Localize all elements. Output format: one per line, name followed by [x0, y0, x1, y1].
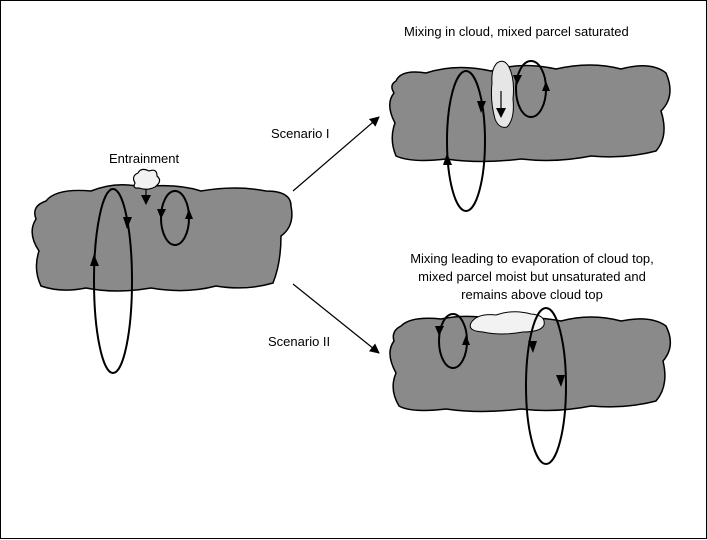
scenario-1-label: Scenario I: [271, 126, 330, 141]
bottom-right-cloud-group: Mixing leading to evaporation of cloud t…: [390, 251, 670, 464]
entrained-air-puff: [134, 169, 160, 189]
scenario-2-label: Scenario II: [268, 334, 330, 349]
top-right-caption: Mixing in cloud, mixed parcel saturated: [404, 24, 629, 39]
left-cloud-group: Entrainment: [32, 151, 292, 373]
top-right-cloud: [390, 65, 670, 162]
unsaturated-parcel: [470, 312, 544, 334]
mixed-saturated-parcel: [491, 61, 513, 127]
bottom-right-caption-line1: Mixing leading to evaporation of cloud t…: [410, 251, 654, 266]
entrainment-label: Entrainment: [109, 151, 179, 166]
top-right-cloud-group: Mixing in cloud, mixed parcel saturated: [390, 24, 670, 211]
left-cloud: [32, 185, 292, 291]
bottom-right-caption-line3: remains above cloud top: [461, 287, 603, 302]
bottom-right-caption-line2: mixed parcel moist but unsaturated and: [418, 269, 646, 284]
